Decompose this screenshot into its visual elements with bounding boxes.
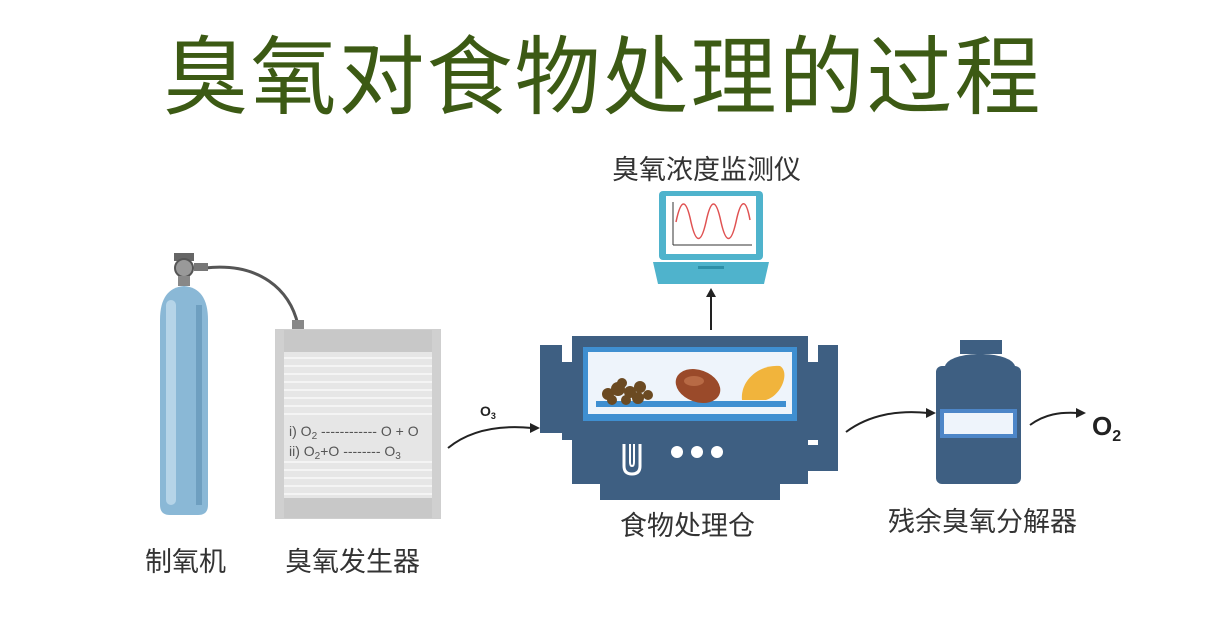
hose <box>204 265 300 326</box>
flow-arrow-2 <box>845 411 929 433</box>
ozone-monitor-label: 臭氧浓度监测仪 <box>612 155 801 186</box>
ozone-generator-icon <box>275 320 441 519</box>
o2-output-label: O2 <box>1092 411 1121 445</box>
ozone-generator-label: 臭氧发生器 <box>285 547 420 578</box>
flow-arrow-3 <box>1029 411 1079 426</box>
treatment-chamber-icon <box>540 336 838 500</box>
decomposer-icon <box>936 340 1021 484</box>
page-title: 臭氧对食物处理的过程 <box>162 28 1043 128</box>
ozone-decomposer-label: 残余臭氧分解器 <box>888 507 1077 538</box>
laptop-icon <box>653 191 769 284</box>
treatment-chamber-label: 食物处理仓 <box>620 511 755 542</box>
o3-label: O3 <box>480 403 496 421</box>
oxygen-machine-label: 制氧机 <box>145 547 226 578</box>
reaction-2: ii) O2+O -------- O3 <box>289 443 401 462</box>
flow-arrow-1 <box>447 426 533 449</box>
reaction-1: i) O2 ------------ O + O <box>289 423 419 442</box>
oxygen-cylinder-icon <box>160 253 208 515</box>
